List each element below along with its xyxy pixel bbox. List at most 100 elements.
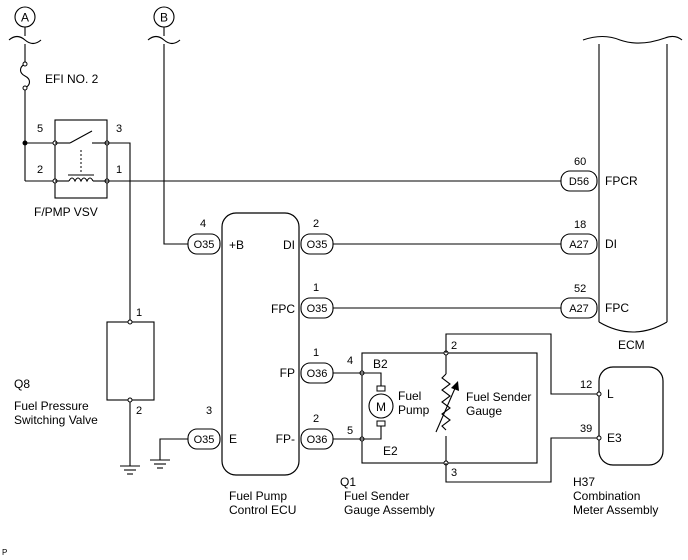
ecm-pin-52: 52 — [574, 283, 586, 295]
break-mark-a — [8, 35, 42, 45]
ground-icon-valve — [120, 465, 140, 475]
valve-name-line1: Fuel Pressure — [14, 399, 89, 413]
wire-gauge-to-meter-l — [445, 333, 599, 395]
fuse-terminal-top — [22, 61, 28, 67]
gauge-pin-5: 5 — [347, 425, 353, 437]
vsv-pin-1: 1 — [116, 164, 122, 176]
gauge-e2: E2 — [383, 444, 398, 458]
fuel-pump-motor-icon — [368, 393, 394, 419]
marker-b-label: B — [160, 11, 168, 25]
wire-vsv-to-valve — [107, 142, 131, 322]
gauge-b2: B2 — [373, 357, 388, 371]
meter-terminal-e3 — [596, 435, 602, 441]
connector-d56-label: D56 — [569, 176, 589, 188]
vsv-pin-3: 3 — [116, 123, 122, 135]
wire-b2-to-motor — [362, 372, 382, 386]
connector-a27-di-label: A27 — [569, 239, 589, 251]
combination-meter-assembly — [598, 366, 664, 466]
motor-brush-bottom — [376, 420, 386, 427]
ecu-terminal-fpc: FPC — [271, 302, 295, 316]
resistor-arrow — [435, 385, 457, 433]
ecu-terminal-fp-minus: FP- — [276, 432, 295, 446]
ecu-pin-e: 3 — [206, 405, 212, 417]
connector-o36-fp-label: O36 — [307, 368, 328, 380]
vsv-label: F/PMP VSV — [34, 205, 98, 219]
ecm-pin-60: 60 — [574, 156, 586, 168]
ecm-break-mark — [582, 35, 683, 44]
variable-resistor-icon — [441, 373, 451, 431]
ecu-pin-fpc: 1 — [313, 282, 319, 294]
gauge-assy-name-line2: Gauge Assembly — [344, 503, 435, 517]
ecm-bottom-edge — [598, 321, 668, 333]
break-mark-b — [147, 35, 181, 45]
meter-ref: H37 — [573, 475, 595, 489]
ecu-name-line2: Control ECU — [229, 503, 296, 517]
connector-o35-fpc-label: O35 — [307, 303, 328, 315]
marker-a-label: A — [21, 11, 29, 25]
ecu-pin-di: 2 — [313, 218, 319, 230]
gauge-pin-4: 4 — [347, 355, 353, 367]
fuel-pump-control-ecu — [221, 212, 300, 476]
ecu-pin-fp: 1 — [313, 347, 319, 359]
motor-brush-top — [376, 385, 386, 392]
ecu-terminal-fp: FP — [280, 366, 295, 380]
valve-name-line2: Switching Valve — [14, 413, 98, 427]
ecm-terminal-di: DI — [605, 237, 617, 251]
marker-a: A — [14, 6, 36, 28]
meter-name-line2: Meter Assembly — [573, 503, 658, 517]
ecu-name-line1: Fuel Pump — [229, 489, 287, 503]
ecu-terminal-di: DI — [283, 238, 295, 252]
valve-ref: Q8 — [14, 377, 30, 391]
gauge-pin-2: 2 — [451, 340, 457, 352]
ecm-pin-18: 18 — [574, 219, 586, 231]
ecm-terminal-fpc: FPC — [605, 301, 629, 315]
wire-b-to-ecu — [163, 44, 188, 245]
valve-terminal-1 — [127, 319, 133, 325]
footer-code: P — [2, 548, 7, 557]
valve-pin-2: 2 — [136, 405, 142, 417]
marker-b: B — [153, 6, 175, 28]
connector-a27-fpc-label: A27 — [569, 303, 589, 315]
meter-terminal-l-label: L — [607, 387, 614, 401]
pump-label-line1: Fuel — [398, 389, 421, 403]
meter-name-line1: Combination — [573, 489, 640, 503]
connector-o35-plus-b-label: O35 — [194, 239, 215, 251]
motor-symbol: M — [376, 400, 386, 414]
gauge-assy-name-line1: Fuel Sender — [344, 489, 409, 503]
ground-icon-ecu — [150, 459, 170, 469]
fuel-sender-gauge-assembly — [361, 352, 538, 464]
meter-terminal-e3-label: E3 — [607, 431, 622, 445]
vsv-pin-5: 5 — [37, 123, 43, 135]
ecm-label: ECM — [618, 338, 645, 352]
sender-label-line1: Fuel Sender — [466, 390, 531, 404]
fuse-icon — [19, 63, 31, 89]
ecm-terminal-fpcr: FPCR — [605, 174, 638, 188]
fuel-pressure-switching-valve — [106, 321, 155, 401]
connector-o36-fp-minus-label: O36 — [307, 434, 328, 446]
ecu-pin-fp-minus: 2 — [313, 413, 319, 425]
valve-terminal-2 — [127, 397, 133, 403]
fuse-terminal-bottom — [22, 85, 28, 91]
ecu-terminal-e: E — [229, 432, 237, 446]
connector-o35-e-label: O35 — [194, 434, 215, 446]
ecu-terminal-plus-b: +B — [229, 238, 244, 252]
wire-ecu-ground — [159, 438, 188, 460]
wire-e2-to-motor — [362, 426, 382, 440]
wire-gauge-to-meter-e3 — [445, 437, 599, 483]
meter-pin-12: 12 — [580, 379, 592, 391]
connector-o35-di-label: O35 — [307, 239, 328, 251]
junction-fuse — [22, 140, 28, 146]
vsv-pin-2: 2 — [37, 164, 43, 176]
gauge-pin-3: 3 — [451, 467, 457, 479]
gauge-assy-ref: Q1 — [340, 475, 356, 489]
resistor-arrow-head — [451, 381, 459, 391]
ecu-pin-plus-b: 4 — [200, 218, 206, 230]
pump-label-line2: Pump — [398, 403, 430, 417]
fpmp-vsv-relay — [52, 119, 110, 199]
meter-terminal-l — [596, 391, 602, 397]
sender-label-line2: Gauge — [466, 404, 502, 418]
connector-o35-plus-b — [187, 233, 221, 255]
connector-d56 — [560, 170, 598, 192]
meter-pin-39: 39 — [580, 423, 592, 435]
